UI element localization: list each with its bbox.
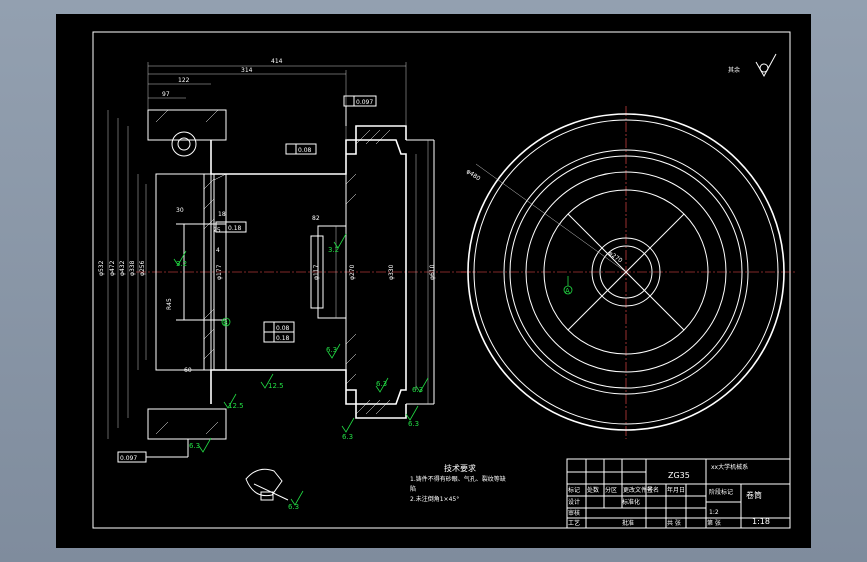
svg-text:标记: 标记 [568,486,580,494]
svg-text:批准: 批准 [622,519,634,527]
svg-text:第 张: 第 张 [707,519,721,527]
drawing-sheet: 414 314 122 97 φ532 φ472 φ432 φ338 φ256 … [56,14,811,548]
svg-text:0.097: 0.097 [120,455,137,462]
svg-text:6.3: 6.3 [376,380,387,388]
svg-text:φ432: φ432 [119,260,126,276]
scale-label: 阶段标记 [709,488,733,496]
svg-text:3.2: 3.2 [176,260,187,268]
detail-view: 6.3 [245,468,304,511]
tech-req-line2: 2.未注倒角1×45° [410,495,459,503]
dim-122: 122 [178,77,190,84]
svg-text:12.5: 12.5 [268,382,284,390]
dim-414: 414 [271,58,283,65]
dim-18: 18 [218,211,226,218]
dim-phi270: φ270 [349,264,356,280]
svg-text:B: B [223,319,228,327]
svg-text:6.3: 6.3 [408,420,419,428]
tech-req-line1: 1.铸件不得有砂眼、气孔、裂纹等缺 [410,475,506,483]
svg-text:0.18: 0.18 [228,225,242,232]
tech-req-line1b: 陷 [410,485,416,493]
dim-phi480: φ480 [465,168,482,183]
tolerance-frame-bottom: 0.097 [117,439,189,463]
svg-text:设计: 设计 [568,498,580,506]
title-block: ZG35 xx大学机械系 卷筒 阶段标记 1:2 1:18 标记 处数 分区 更… [566,458,791,529]
svg-text:其余: 其余 [728,66,740,74]
technical-requirements: 技术要求 1.铸件不得有砂眼、气孔、裂纹等缺 陷 2.未注倒角1×45° [410,463,506,503]
dim-314: 314 [241,67,253,74]
svg-text:审核: 审核 [568,509,580,517]
drawing-frame [92,31,791,529]
material-label: ZG35 [668,471,690,480]
dim-25: 25 [213,227,221,234]
svg-text:分区: 分区 [605,486,617,494]
svg-text:工艺: 工艺 [568,519,580,527]
svg-text:0.18: 0.18 [276,335,290,342]
tolerance-frame-top: 0.097 [343,95,377,126]
roughness-note-other: 其余 [728,53,777,78]
svg-text:6.3: 6.3 [342,433,353,441]
tolerance-frame-mid: 0.08 [285,143,317,155]
tolerance-frame-box2: 0.08 0.18 [263,321,295,343]
svg-text:12.5: 12.5 [228,402,244,410]
dim-30: 30 [176,207,184,214]
svg-text:R45: R45 [166,298,173,310]
svg-text:更改文件号: 更改文件号 [623,486,653,494]
svg-text:A: A [565,287,570,295]
company-label: xx大学机械系 [711,463,748,471]
roughness-symbols: 6.3 12.5 12.5 6.3 6.3 6.3 6.3 3.2 3.2 6.… [173,233,429,453]
dim-phi610: φ610 [429,264,436,280]
drawing-number: 1:18 [752,517,770,526]
svg-text:3.2: 3.2 [328,246,339,254]
drawing-canvas: 414 314 122 97 φ532 φ472 φ432 φ338 φ256 … [92,31,796,529]
svg-text:年月日: 年月日 [667,486,685,494]
svg-text:6.3: 6.3 [412,386,423,394]
svg-text:标准化: 标准化 [622,498,640,506]
svg-text:6.3: 6.3 [288,503,299,511]
svg-text:6.3: 6.3 [326,346,337,354]
svg-text:φ338: φ338 [129,260,136,276]
svg-text:φ256: φ256 [139,260,146,276]
datum-marker-a2: A [563,276,573,295]
svg-text:0.08: 0.08 [276,325,290,332]
part-name: 卷筒 [746,490,762,500]
dim-97: 97 [162,91,170,98]
svg-text:6.3: 6.3 [189,442,200,450]
svg-text:0.097: 0.097 [356,99,373,106]
svg-text:共 张: 共 张 [667,519,681,527]
dim-4: 4 [216,247,220,254]
svg-text:处数: 处数 [587,486,599,494]
dim-hub: φ117 [313,264,320,280]
dim-phi532: φ532 [98,260,105,276]
dim-center: φ270 [607,250,624,265]
datum-marker-a1: B [221,317,231,327]
svg-text:0.08: 0.08 [298,147,312,154]
end-view: φ480 φ270 A [461,106,796,439]
tech-req-title: 技术要求 [444,463,476,473]
svg-text:签名: 签名 [647,486,659,494]
svg-text:φ472: φ472 [109,260,116,276]
dim-82: 82 [312,215,320,222]
section-view: 414 314 122 97 φ532 φ472 φ432 φ338 φ256 … [98,58,476,463]
dim-60: 60 [184,367,192,374]
svg-text:φ177: φ177 [216,264,223,280]
scale-value: 1:2 [709,509,719,516]
tolerance-frame-box1: 0.18 [215,221,247,233]
dim-phi330: φ330 [388,264,395,280]
